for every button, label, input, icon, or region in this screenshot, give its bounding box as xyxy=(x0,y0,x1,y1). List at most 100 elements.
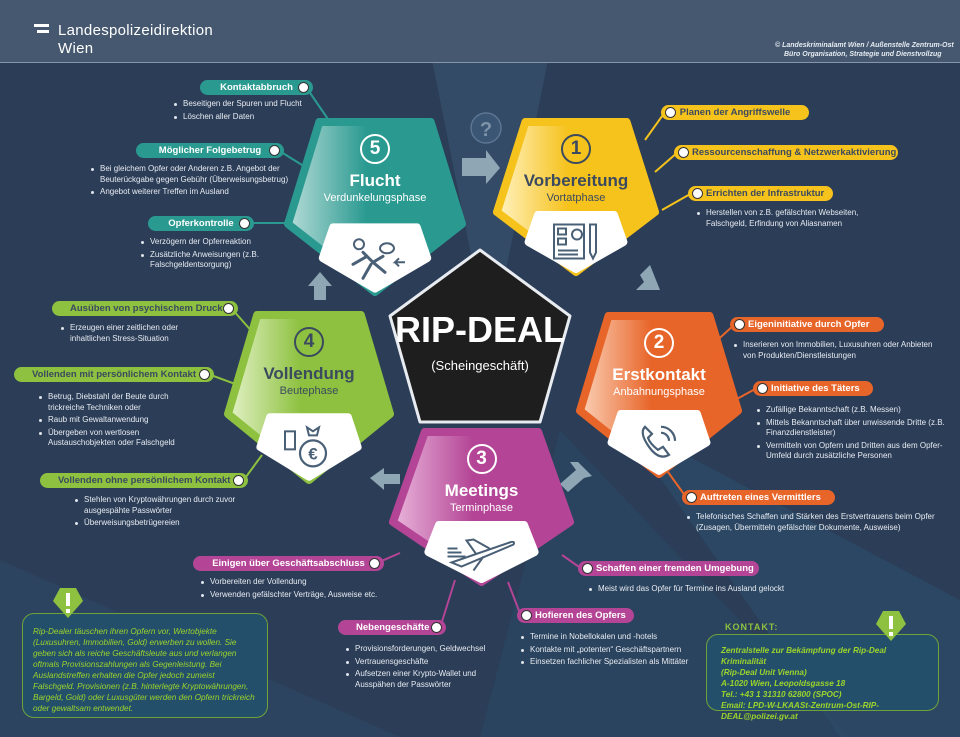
org-line-1: Landespolizeidirektion xyxy=(58,22,214,39)
step-bullet-list: Meist wird das Opfer für Termine ins Aus… xyxy=(588,584,808,597)
info-note-text: Rip-Dealer täuschen ihren Opfern vor, We… xyxy=(33,627,255,713)
step-label: Eigeninitiative durch Opfer xyxy=(730,317,884,332)
arrow-1-to-2 xyxy=(636,265,660,290)
organization-name: Landespolizeidirektion Wien xyxy=(58,22,213,58)
step-bullet: Termine in Nobellokalen und -hotels xyxy=(520,632,720,643)
step-label: Ausüben von psychischem Druck xyxy=(52,301,238,316)
step-dot-icon xyxy=(233,475,244,486)
step-bullet: Kontakte mit „potenten“ Geschäftspartner… xyxy=(520,645,720,656)
step-bullet: Provisionsforderungen, Geldwechsel xyxy=(345,644,505,655)
step-label: Vollenden ohne persönlichem Kontakt xyxy=(40,473,248,488)
step-bullet: Aufsetzen einer Krypto-Wallet und Ausspä… xyxy=(345,669,505,690)
step-label-text: Schaffen einer fremden Umgebung xyxy=(596,563,754,574)
step-label-text: Möglicher Folgebetrug xyxy=(158,145,262,156)
step-label-text: Opferkontrolle xyxy=(168,218,234,229)
contact-unit: Zentralstelle zur Bekämpfung der Rip-Dea… xyxy=(721,646,887,666)
header-bar xyxy=(0,0,960,63)
step-dot-icon xyxy=(431,622,442,633)
step-bullet: Inserieren von Immobilien, Luxusuhren od… xyxy=(733,340,933,361)
contact-address: A-1020 Wien, Leopoldsgasse 18 xyxy=(721,679,846,688)
step-label: Einigen über Geschäftsabschluss xyxy=(193,556,384,571)
phase-subtitle: Vortatphase xyxy=(546,192,606,204)
step-label-text: Planen der Angriffswelle xyxy=(679,107,791,118)
step-bullet: Vertrauensgeschäfte xyxy=(345,657,505,668)
phase-1-pentagon xyxy=(493,118,659,276)
step-label-text: Kontaktabbruch xyxy=(220,82,293,93)
step-label-text: Einigen über Geschäftsabschluss xyxy=(212,558,365,569)
plan-document-icon xyxy=(553,223,597,261)
step-bullet: Vermitteln von Opfern und Dritten aus de… xyxy=(756,441,956,462)
svg-text:€: € xyxy=(308,444,318,463)
step-bullet: Telefonisches Schaffen und Stärken des E… xyxy=(686,512,946,533)
phase-subtitle: Verdunkelungsphase xyxy=(323,192,427,204)
money-bag-euro-icon: € xyxy=(284,425,328,468)
step-bullet-list: Telefonisches Schaffen und Stärken des E… xyxy=(686,512,946,535)
step-bullet: Bei gleichem Opfer oder Anderen z.B. Ang… xyxy=(90,164,290,185)
org-line-2: Wien xyxy=(58,40,94,57)
center-subtitle: (Scheingeschäft) xyxy=(431,358,529,373)
step-bullet-list: Herstellen von z.B. gefälschten Webseite… xyxy=(696,208,896,231)
step-dot-icon xyxy=(199,369,210,380)
step-bullet: Verzögern der Opferreaktion xyxy=(140,237,290,248)
step-dot-icon xyxy=(521,610,532,621)
step-bullet-list: Bei gleichem Opfer oder Anderen z.B. Ang… xyxy=(90,164,290,200)
step-bullet-list: Zufällige Bekanntschaft (z.B. Messen)Mit… xyxy=(756,405,956,464)
phase-subtitle: Terminphase xyxy=(450,502,513,514)
step-dot-icon xyxy=(223,303,234,314)
step-label: Auftreten eines Vermittlers xyxy=(682,490,835,505)
contact-heading: KONTAKT: xyxy=(725,622,779,632)
step-dot-icon xyxy=(692,188,703,199)
arrow-5-to-1 xyxy=(462,150,500,184)
phone-icon xyxy=(641,425,677,458)
step-label: Ressourcenschaffung & Netzwerkaktivierun… xyxy=(674,145,898,160)
question-badge: ? xyxy=(470,112,502,144)
step-label: Hofieren des Opfers xyxy=(517,608,634,623)
step-label: Vollenden mit persönlichem Kontakt xyxy=(14,367,214,382)
step-bullet-list: Stehlen von Kryptowährungen durch zuvor … xyxy=(74,495,244,531)
step-bullet: Herstellen von z.B. gefälschten Webseite… xyxy=(696,208,896,229)
step-bullet: Raub mit Gewaltanwendung xyxy=(38,415,188,426)
phase-number-badge: 2 xyxy=(644,328,674,358)
phase-title: Vollendung xyxy=(263,364,355,383)
center-title: RIP-DEAL xyxy=(395,309,565,350)
phase-subtitle: Anbahnungsphase xyxy=(613,386,705,398)
step-dot-icon xyxy=(686,492,697,503)
phase-number-badge: 5 xyxy=(360,134,390,164)
step-label-text: Vollenden mit persönlichem Kontakt xyxy=(32,369,196,380)
step-bullet-list: Erzeugen einer zeitlichen oder inhaltlic… xyxy=(60,323,210,346)
phase-3-pentagon xyxy=(389,428,574,586)
step-dot-icon xyxy=(269,145,280,156)
step-bullet: Zufällige Bekanntschaft (z.B. Messen) xyxy=(756,405,956,416)
contact-unit-en: (Rip-Deal Unit Vienna) xyxy=(721,668,807,677)
phase-5-pentagon xyxy=(284,118,466,296)
contact-email[interactable]: Email: LPD-W-LKAASt-Zentrum-Ost-RIP-DEAL… xyxy=(721,701,879,721)
step-label: Kontaktabbruch xyxy=(200,80,313,95)
step-bullet-list: Betrug, Diebstahl der Beute durch trickr… xyxy=(38,392,188,451)
step-label-text: Ausüben von psychischem Druck xyxy=(70,303,223,314)
phase-title: Vorbereitung xyxy=(523,171,629,190)
police-logo-icon xyxy=(34,24,49,33)
step-bullet: Angebot weiterer Treffen im Ausland xyxy=(90,187,290,198)
step-dot-icon xyxy=(757,383,768,394)
phase-2-pentagon xyxy=(576,312,742,478)
step-label: Schaffen einer fremden Umgebung xyxy=(578,561,759,576)
step-label-text: Errichten der Infrastruktur xyxy=(706,188,825,199)
exclamation-icon xyxy=(53,588,83,618)
step-dot-icon xyxy=(582,563,593,574)
info-note: Rip-Dealer täuschen ihren Opfern vor, We… xyxy=(22,613,268,718)
step-label-text: Ressourcenschaffung & Netzwerkaktivierun… xyxy=(692,147,897,158)
step-bullet: Beseitigen der Spuren und Flucht xyxy=(173,99,333,110)
step-bullet: Betrug, Diebstahl der Beute durch trickr… xyxy=(38,392,188,413)
step-bullet: Überweisungsbetrügereien xyxy=(74,518,244,529)
step-label-text: Eigeninitiative durch Opfer xyxy=(748,319,870,330)
step-dot-icon xyxy=(665,107,676,118)
running-thief-icon xyxy=(351,238,405,280)
contact-box: Zentralstelle zur Bekämpfung der Rip-Dea… xyxy=(706,634,939,721)
step-bullet: Erzeugen einer zeitlichen oder inhaltlic… xyxy=(60,323,210,344)
step-label-text: Auftreten eines Vermittlers xyxy=(700,492,821,503)
copyright-line-2: Büro Organisation, Strategie und Dienstv… xyxy=(784,51,942,58)
arrow-2-to-3 xyxy=(560,462,592,492)
